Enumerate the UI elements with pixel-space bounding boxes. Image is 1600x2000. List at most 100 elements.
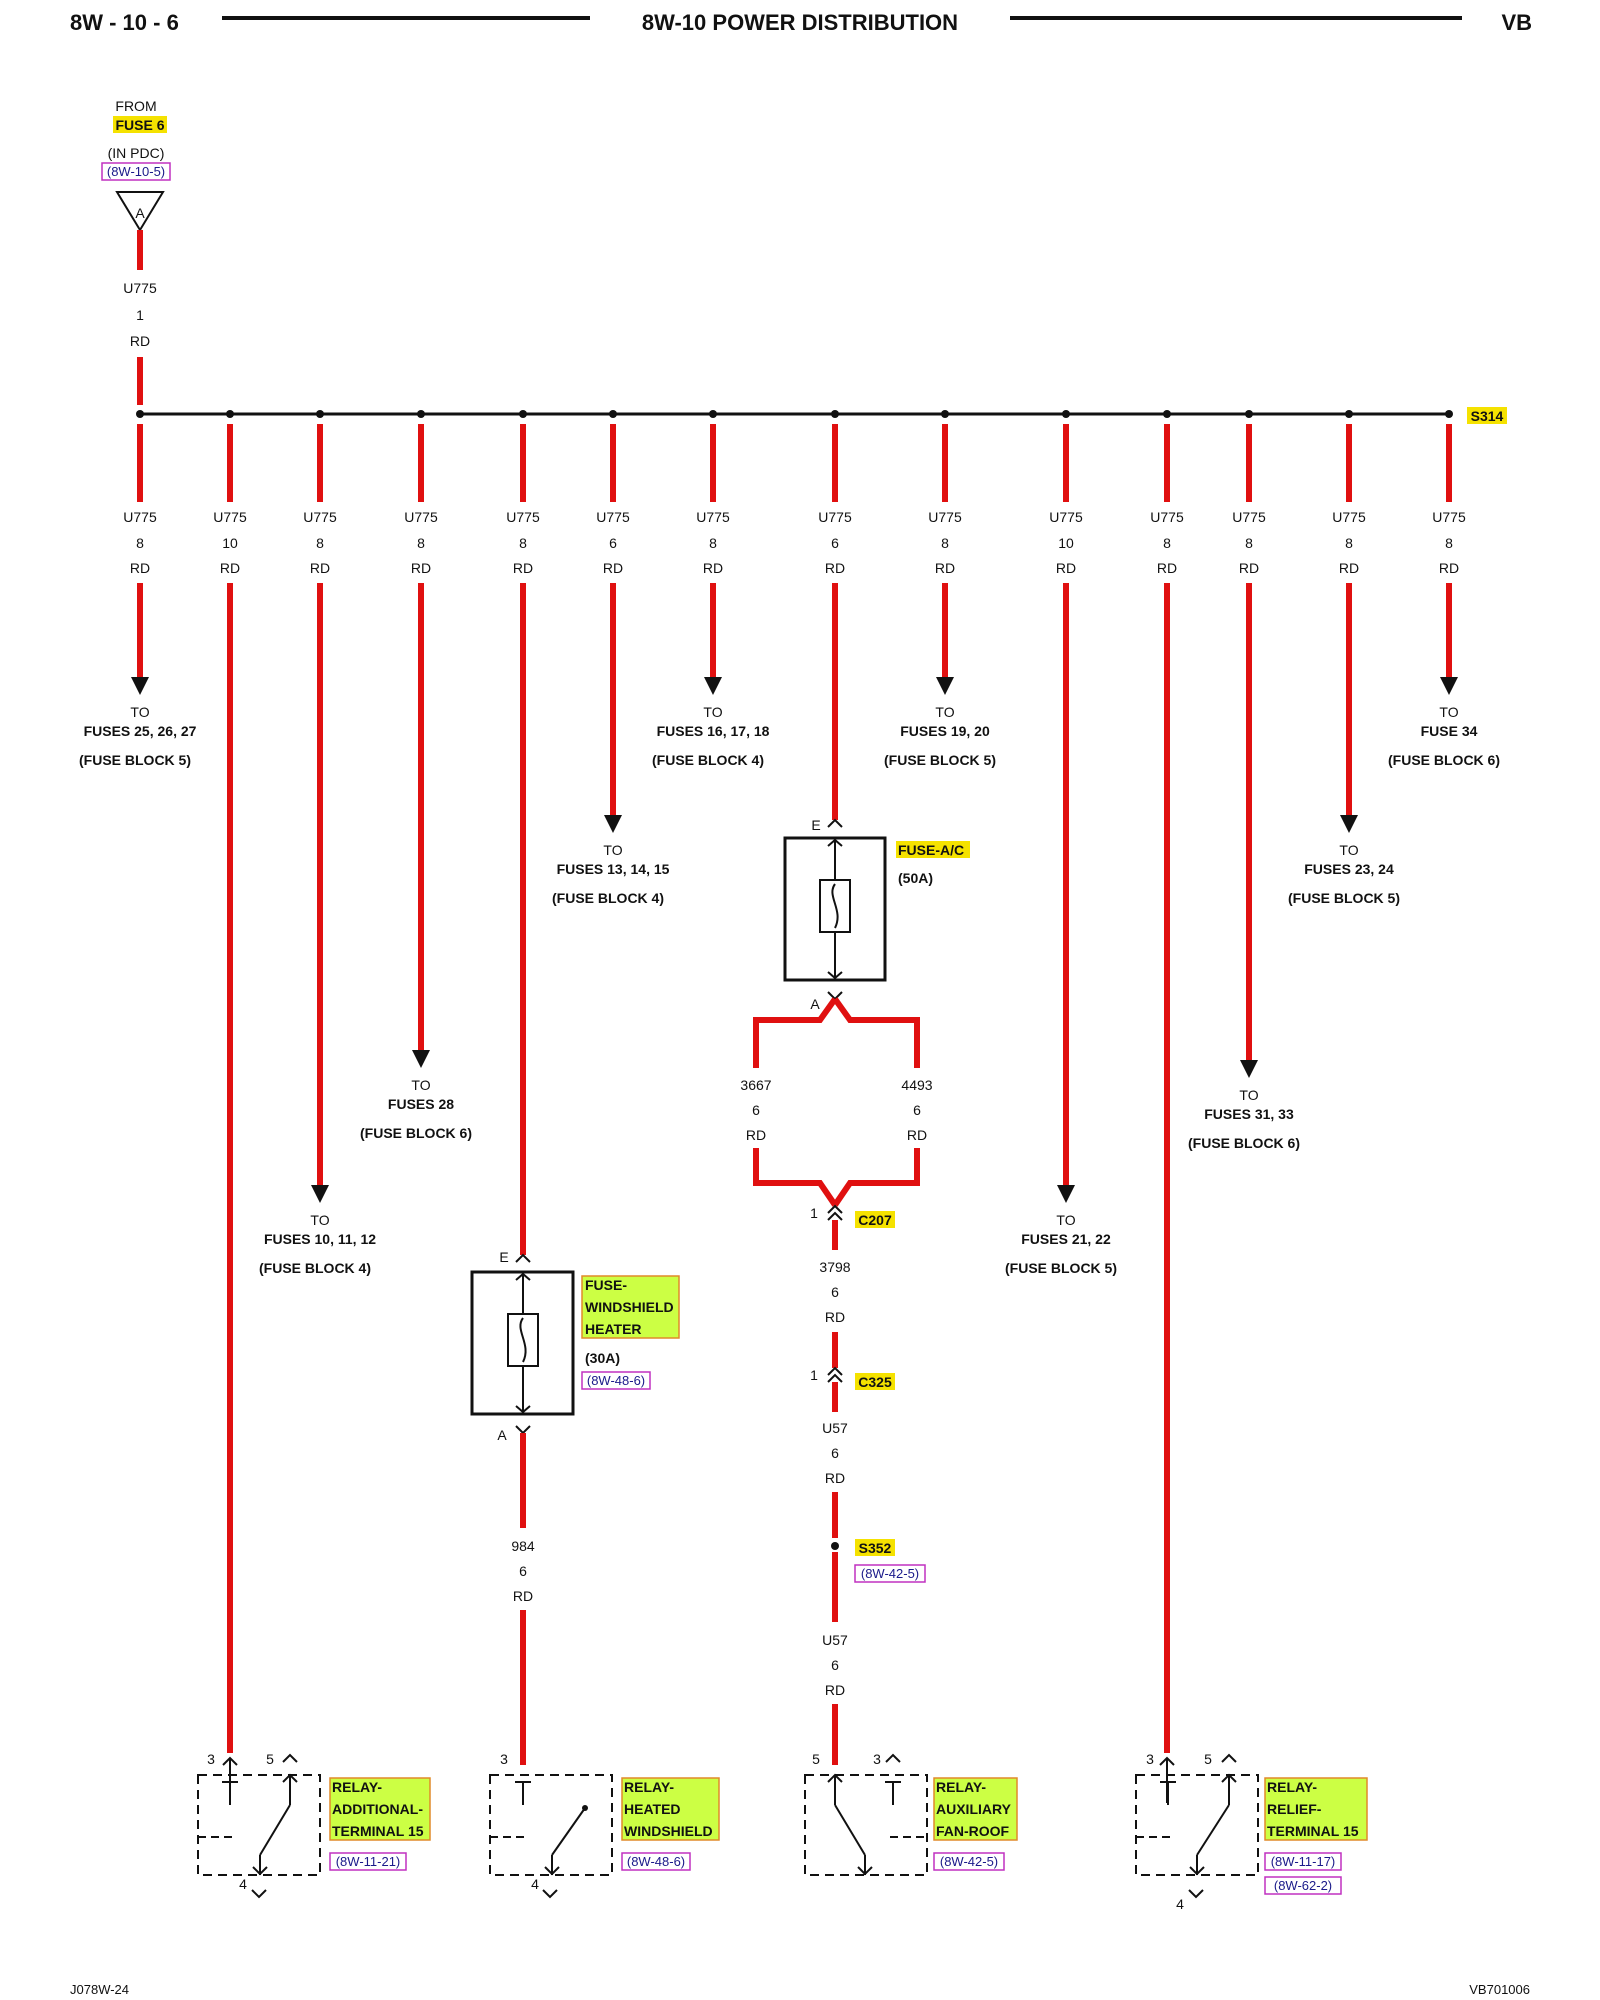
wire-984-circuit: 984 [511,1538,535,1554]
c325-pin-icon-a [827,1366,843,1376]
branch-4-arrow-icon [412,1050,430,1068]
branch-6-color: RD [603,560,623,576]
branch-6-fuses[interactable]: FUSES 13, 14, 15 [557,861,670,877]
relay2-name-line3[interactable]: WINDSHIELD [624,1823,713,1839]
relay3-name-line3[interactable]: FAN-ROOF [936,1823,1010,1839]
fuse-ws-name-line1[interactable]: FUSE- [585,1277,627,1293]
branch-6-to: TO [603,842,622,858]
relay4-switch-arm [1196,1804,1230,1856]
relay4-ref2[interactable]: (8W-62-2) [1274,1878,1332,1893]
branch-11-node [1163,410,1171,418]
branch-12-block[interactable]: (FUSE BLOCK 6) [1188,1135,1300,1151]
relay4-name-line3[interactable]: TERMINAL 15 [1267,1823,1359,1839]
branch-6-block[interactable]: (FUSE BLOCK 4) [552,890,664,906]
fuse-windshield-heater: E FUSE- WINDSHIELD HEATER (30A) (8W-48-6… [470,1249,680,1443]
source-connector-label: A [135,205,145,221]
branch-4-block[interactable]: (FUSE BLOCK 6) [360,1125,472,1141]
relay2-name-line1[interactable]: RELAY- [624,1779,674,1795]
fuse-ac-name[interactable]: FUSE-A/C [898,842,964,858]
branch-13-block[interactable]: (FUSE BLOCK 5) [1288,890,1400,906]
branch-9-node [941,410,949,418]
branch-13-circuit: U775 [1332,509,1366,525]
relay2-down-icon [544,1866,560,1876]
branch-13-arrow-icon [1340,815,1358,833]
relay3-name-line2[interactable]: AUXILIARY [936,1801,1012,1817]
relay4-name-line1[interactable]: RELAY- [1267,1779,1317,1795]
relay-relief-terminal-15[interactable]: 3 5 4 RELAY- RELIEF- TERMINAL 15 (8W-11-… [1135,1751,1368,1912]
relay-heated-windshield[interactable]: 3 4 RELAY- HEATED WINDSHIELD (8W-48-6) [489,1751,720,1899]
s352-name[interactable]: S352 [859,1540,892,1556]
fuse-ws-name-line2[interactable]: WINDSHIELD [585,1299,674,1315]
fuse-ws-ref[interactable]: (8W-48-6) [587,1373,645,1388]
relay4-ref[interactable]: (8W-11-17) [1271,1854,1336,1869]
relay3-ref[interactable]: (8W-42-5) [940,1854,998,1869]
branch-4-fuses[interactable]: FUSES 28 [388,1096,454,1112]
source-ref-box [101,162,171,181]
branch-8-color: RD [825,560,845,576]
page-number: 8W - 10 - 6 [70,10,179,35]
wire-3667-gauge: 6 [752,1102,760,1118]
s352-ref-box [854,1564,926,1583]
branch-13-node [1345,410,1353,418]
c207-pin: 1 [810,1205,818,1221]
relay3-switch-arm [834,1804,866,1856]
fuse-ws-top-pin-icon [515,1253,531,1263]
relay4-name-line2[interactable]: RELIEF- [1267,1801,1322,1817]
branch-3-fuses[interactable]: FUSES 10, 11, 12 [264,1231,376,1247]
branch-10-block[interactable]: (FUSE BLOCK 5) [1005,1260,1117,1276]
branch-12-gauge: 8 [1245,535,1253,551]
relay4-name-box [1264,1777,1368,1841]
relay1-pin-bottom: 4 [239,1876,247,1892]
branch-7-fuses[interactable]: FUSES 16, 17, 18 [657,723,770,739]
wire-3667-upper [753,997,838,1068]
relay1-pin-left: 3 [207,1751,215,1767]
c207-name[interactable]: C207 [858,1212,892,1228]
fuse-ac-bottom-conn: A [810,996,820,1012]
branch-14-fuses[interactable]: FUSE 34 [1421,723,1478,739]
branch-13-fuses[interactable]: FUSES 23, 24 [1304,861,1394,877]
relay-additional-terminal-15[interactable]: 3 5 4 RELAY- ADDITIONAL- TERMINAL 15 (8W… [197,1751,431,1899]
branch-7-block[interactable]: (FUSE BLOCK 4) [652,752,764,768]
relay1-ref[interactable]: (8W-11-21) [336,1854,401,1869]
page-title: 8W-10 POWER DISTRIBUTION [642,10,958,35]
relay1-name-line3[interactable]: TERMINAL 15 [332,1823,424,1839]
branch-9-fuses[interactable]: FUSES 19, 20 [900,723,990,739]
branch-1-fuses[interactable]: FUSES 25, 26, 27 [84,723,197,739]
branch-9-color: RD [935,560,955,576]
source-wire-circuit: U775 [123,280,157,296]
wire-u57b-circuit: U57 [822,1632,848,1648]
s352-ref[interactable]: (8W-42-5) [861,1566,919,1581]
fuse-ws-name-line3[interactable]: HEATER [585,1321,642,1337]
relay3-name-line1[interactable]: RELAY- [936,1779,986,1795]
relay-auxiliary-fan-roof[interactable]: 5 3 RELAY- AUXILIARY FAN-ROOF (8W-42-5) [804,1751,1018,1876]
wire-u57b-gauge: 6 [831,1657,839,1673]
relay2-name-line2[interactable]: HEATED [624,1801,681,1817]
branch-14-block[interactable]: (FUSE BLOCK 6) [1388,752,1500,768]
branch-1-block[interactable]: (FUSE BLOCK 5) [79,752,191,768]
fuse-ws-arrow-bottom [515,1405,531,1414]
source-fuse[interactable]: FUSE 6 [115,117,164,133]
branch-12-fuses[interactable]: FUSES 31, 33 [1204,1106,1294,1122]
relay4-pin-left: 3 [1146,1751,1154,1767]
branch-9-block[interactable]: (FUSE BLOCK 5) [884,752,996,768]
branch-3-block[interactable]: (FUSE BLOCK 4) [259,1260,371,1276]
relay2-ref[interactable]: (8W-48-6) [627,1854,685,1869]
source-ref[interactable]: (8W-10-5) [107,164,165,179]
relay1-name-line2[interactable]: ADDITIONAL- [332,1801,423,1817]
branch-5-color: RD [513,560,533,576]
splice-s352: S352 (8W-42-5) [831,1539,926,1583]
fuse-ws-rating: (30A) [585,1350,620,1366]
relay2-ref-box [621,1852,691,1871]
relay1-name-line1[interactable]: RELAY- [332,1779,382,1795]
branch-10-fuses[interactable]: FUSES 21, 22 [1021,1231,1111,1247]
branch-5-node [519,410,527,418]
c325-name[interactable]: C325 [858,1374,892,1390]
branch-8-gauge: 6 [831,535,839,551]
relay2-pin4-icon [542,1889,558,1899]
relay4-ref-box [1264,1852,1342,1871]
splice-label[interactable]: S314 [1471,408,1504,424]
fuse-ac-name-highlight [896,841,970,858]
branch-3-to: TO [310,1212,329,1228]
